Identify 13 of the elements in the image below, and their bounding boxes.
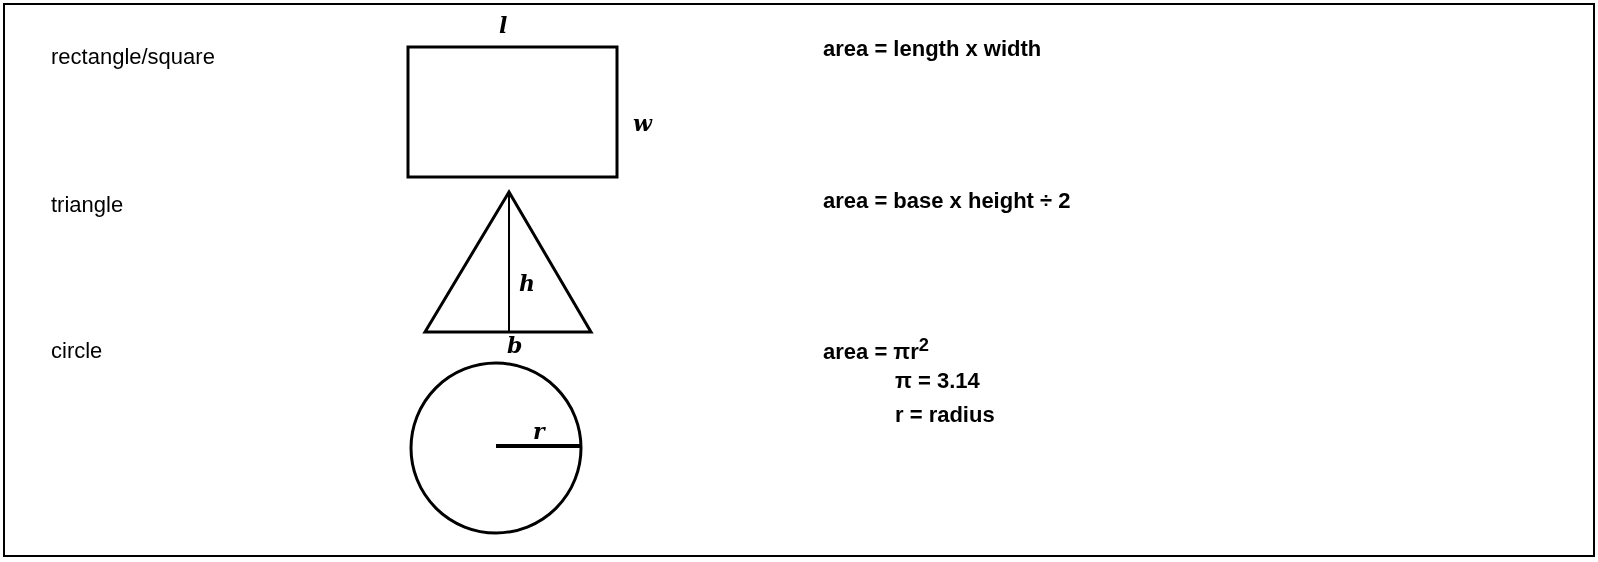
dimension-letter: h xyxy=(519,270,535,296)
formula: r = radius xyxy=(895,402,995,428)
dimension-letter: w xyxy=(633,110,652,136)
formula: area = base x height ÷ 2 xyxy=(823,188,1071,214)
formula: area = length x width xyxy=(823,36,1042,62)
formula: π = 3.14 xyxy=(895,368,980,394)
dimension-letter: r xyxy=(533,418,545,444)
shape-name: rectangle/square xyxy=(51,44,215,70)
formula: area = πr$^{2}$ xyxy=(823,333,929,366)
dimension-letter: l xyxy=(499,12,508,38)
shape-name: triangle xyxy=(51,192,124,218)
dimension-letter: b xyxy=(507,332,523,358)
shape-name: circle xyxy=(51,338,103,364)
